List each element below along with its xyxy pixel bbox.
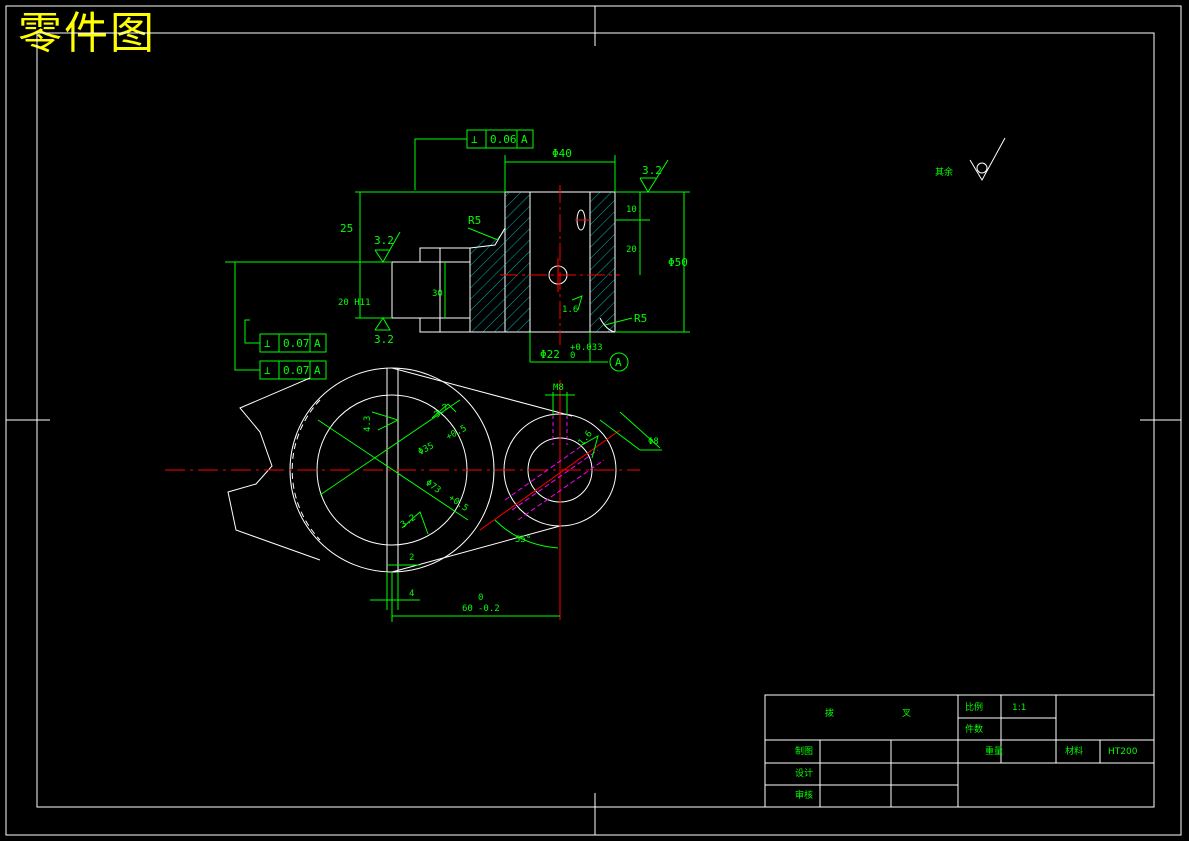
dim-60: 60 [462,604,473,614]
dim-phi22-tol-low: 0 [570,351,575,361]
rough-bottom: 3.2 [374,333,394,346]
part-name-b: 叉 [902,708,911,719]
dim-25: 25 [340,222,353,235]
dim-4: 4 [409,589,414,599]
tol-frame1-value: 0.06 [490,133,517,146]
datum-a: A [615,356,622,369]
dim-20: 20 [626,245,637,255]
dim-phi73: Φ73 [423,478,442,496]
dim-phi8: Φ8 [648,437,659,447]
sheet-border [5,5,1182,836]
rough-top: 3.2 [642,164,662,177]
other-finish-symbol: 其余 [935,137,1006,182]
tol-frame2-symbol: ⊥ [264,337,271,350]
weight-label: 重量 [985,745,1003,757]
tol-frame1-symbol: ⊥ [471,133,478,146]
dim-phi22-tol: +0.033 [570,343,603,353]
drawn-label: 制图 [795,745,813,757]
rough-lower: 3.2 [399,513,418,531]
dim-60-tol: -0.2 [478,604,500,614]
qty-label: 件数 [965,723,983,735]
scale-label: 比例 [965,701,983,713]
scale-value: 1:1 [1012,703,1026,713]
part-name-a: 拨 [825,707,834,719]
dim-r5-bottom: R5 [634,312,647,325]
review-label: 审核 [795,789,813,801]
design-label: 设计 [795,767,813,779]
dim-phi50: Φ50 [668,256,688,269]
dim-phi73-tol: +0.5 [446,493,470,514]
section-view [391,185,620,345]
tol-frame1-datum: A [521,133,528,146]
dim-30: 30 [432,289,443,299]
tol-frame3-value: 0.07 [283,364,310,377]
dim-phi35-tol: +0.5 [445,424,469,443]
dim-60-tol-up: 0 [478,593,483,603]
tol-frame2-datum: A [314,337,321,350]
section-dimensions: Φ40 ⊥ 0.06 A 25 3.2 10 20 Φ50 [225,129,690,380]
other-finish-label: 其余 [935,166,953,178]
dim-4-3: 4.3 [363,416,373,432]
tol-frame2-value: 0.07 [283,337,310,350]
front-dimensions: Φ35 +0.5 Φ73 +0.5 4.3 3.2 3.2 M8 Φ8 1.6 [317,383,662,622]
rough-left: 3.2 [374,234,394,247]
dim-10: 10 [626,205,637,215]
dim-2: 2 [409,553,414,563]
material-label: 材料 [1065,745,1083,757]
dim-phi35: Φ35 [417,441,436,457]
dim-phi22: Φ22 [540,348,560,361]
material-value: HT200 [1108,747,1138,757]
front-view [165,367,640,620]
dim-20h11: 20 H11 [338,298,371,308]
tol-frame3-datum: A [314,364,321,377]
dim-phi40: Φ40 [552,147,572,160]
tol-frame3-symbol: ⊥ [264,364,271,377]
dim-r5-top: R5 [468,214,481,227]
title-block: 拨 叉 比例 1:1 件数 重量 材料 HT200 制图 设计 审核 [764,694,1155,808]
rough-1-6: 1.6 [562,305,578,315]
dim-angle55: 55° [515,535,531,545]
dim-m8: M8 [553,383,564,393]
